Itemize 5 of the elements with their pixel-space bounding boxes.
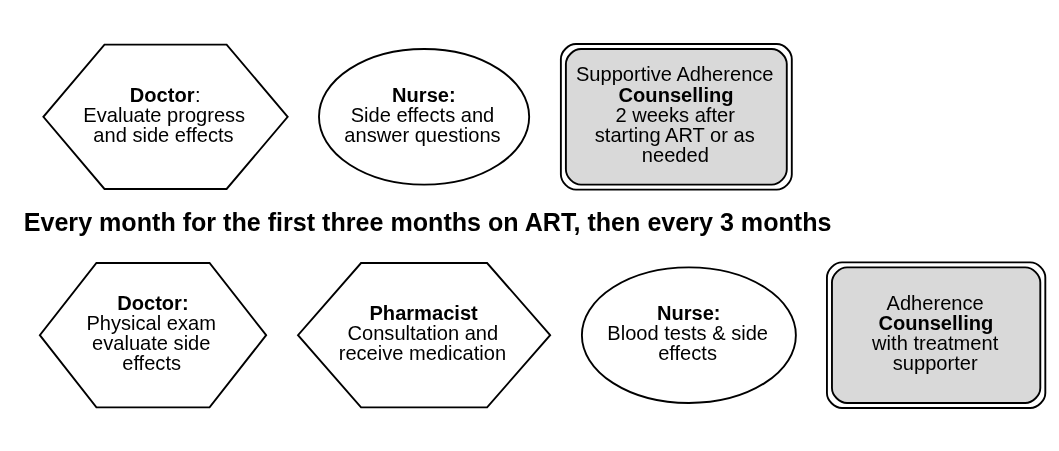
node-ellipse: Nurse: Blood tests & side effects <box>580 266 797 404</box>
node-ellipse: Nurse: Side effects and answer questions <box>318 47 531 185</box>
label: Every month for the first three months on ART, then every 3 months <box>23 207 832 236</box>
node-box: Adherence Counselling with treatment supporter <box>826 260 1047 409</box>
node-box: Supportive Adherence Counselling 2 weeks after starting ART or as needed <box>559 42 793 191</box>
